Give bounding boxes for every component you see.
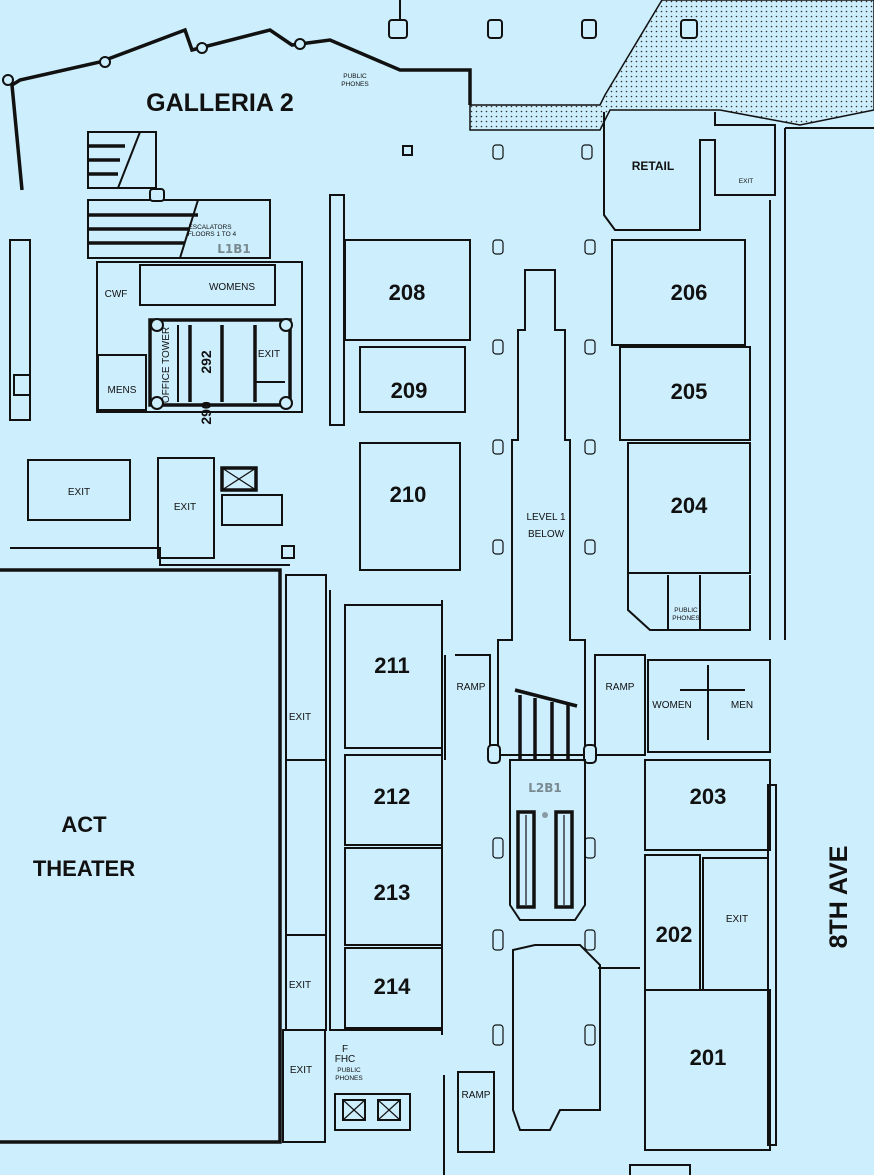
room-204-label: 204	[671, 493, 708, 518]
room-203[interactable]: 203	[644, 759, 771, 851]
galleria-2-label: GALLERIA 2	[146, 89, 294, 117]
room-203-label: 203	[690, 784, 727, 809]
ramp-bottom-label: RAMP	[462, 1090, 491, 1101]
exit-tower-label: EXIT	[258, 349, 280, 360]
escalators-floors-label: FLOORS 1 TO 4	[188, 231, 237, 238]
room-201[interactable]: 201	[644, 989, 771, 1151]
room-202[interactable]: 202	[644, 854, 701, 991]
exit-retail-label: EXIT	[739, 178, 753, 185]
room-204[interactable]: 204	[627, 442, 751, 574]
public-phones-top-label-2: PHONES	[341, 81, 369, 88]
exit-202-label: EXIT	[726, 914, 748, 925]
room-209-label: 209	[391, 378, 428, 403]
act-theater-outline	[0, 568, 282, 1144]
theater-label: THEATER	[33, 856, 135, 881]
exit-column-3-label: EXIT	[290, 1065, 312, 1076]
exit-left-1-label: EXIT	[68, 487, 90, 498]
level-1-label: LEVEL 1	[526, 512, 566, 523]
room-205[interactable]: 205	[619, 346, 751, 441]
womens-restroom-label: WOMENS	[209, 282, 255, 293]
office-tower-label: OFFICE TOWER	[161, 327, 172, 403]
room-208[interactable]: 208	[344, 239, 471, 341]
room-213-label: 213	[374, 880, 411, 905]
public-phones-right-label-2: PHONES	[672, 615, 700, 622]
retail-label: RETAIL	[632, 159, 674, 173]
public-phones-top-label: PUBLIC	[343, 73, 367, 80]
room-211[interactable]: 211	[344, 604, 443, 749]
room-201-label: 201	[690, 1045, 727, 1070]
escalators-label: ESCALATORS	[188, 224, 232, 231]
women-restroom-label: WOMEN	[652, 700, 691, 711]
room-206-label: 206	[671, 280, 708, 305]
room-208-label: 208	[389, 280, 426, 305]
room-292-label: 292	[198, 350, 214, 374]
exit-column-2-label: EXIT	[289, 980, 311, 991]
fhc-label: FHC	[335, 1054, 356, 1065]
exit-column-1-label: EXIT	[289, 712, 311, 723]
public-phones-bottom-label: PUBLIC	[337, 1067, 361, 1074]
location-code-l1b1: L1B1	[217, 242, 251, 256]
room-205-label: 205	[671, 379, 708, 404]
room-202-label: 202	[656, 922, 693, 947]
f-label: F	[342, 1044, 348, 1055]
room-206[interactable]: 206	[611, 239, 746, 346]
men-restroom-label: MEN	[731, 700, 753, 711]
room-214[interactable]: 214	[344, 947, 443, 1029]
act-label: ACT	[61, 812, 107, 837]
8th-ave-label: 8TH AVE	[825, 846, 853, 949]
mens-restroom-label: MENS	[108, 385, 137, 396]
exit-202[interactable]: EXIT	[702, 857, 769, 991]
room-214-label: 214	[374, 974, 411, 999]
ramp-right-label: RAMP	[606, 682, 635, 693]
cwf-label: CWF	[105, 289, 128, 300]
outdoor-plaza	[469, 0, 874, 131]
exit-left-2-label: EXIT	[174, 502, 196, 513]
galleria-outer-wall	[10, 27, 472, 191]
room-212[interactable]: 212	[344, 754, 443, 846]
room-290-label: 290	[198, 401, 214, 425]
public-phones-right-label: PUBLIC	[674, 607, 698, 614]
ramp-left-label: RAMP	[457, 682, 486, 693]
room-212-label: 212	[374, 784, 411, 809]
below-label: BELOW	[528, 529, 565, 540]
public-phones-bottom-label-2: PHONES	[335, 1075, 363, 1082]
room-213[interactable]: 213	[344, 847, 443, 946]
room-211-label: 211	[374, 653, 410, 678]
room-210-label: 210	[390, 482, 427, 507]
room-209[interactable]: 209	[359, 346, 466, 413]
location-code-l2b1: L2B1	[528, 781, 562, 795]
room-210[interactable]: 210	[359, 442, 461, 571]
